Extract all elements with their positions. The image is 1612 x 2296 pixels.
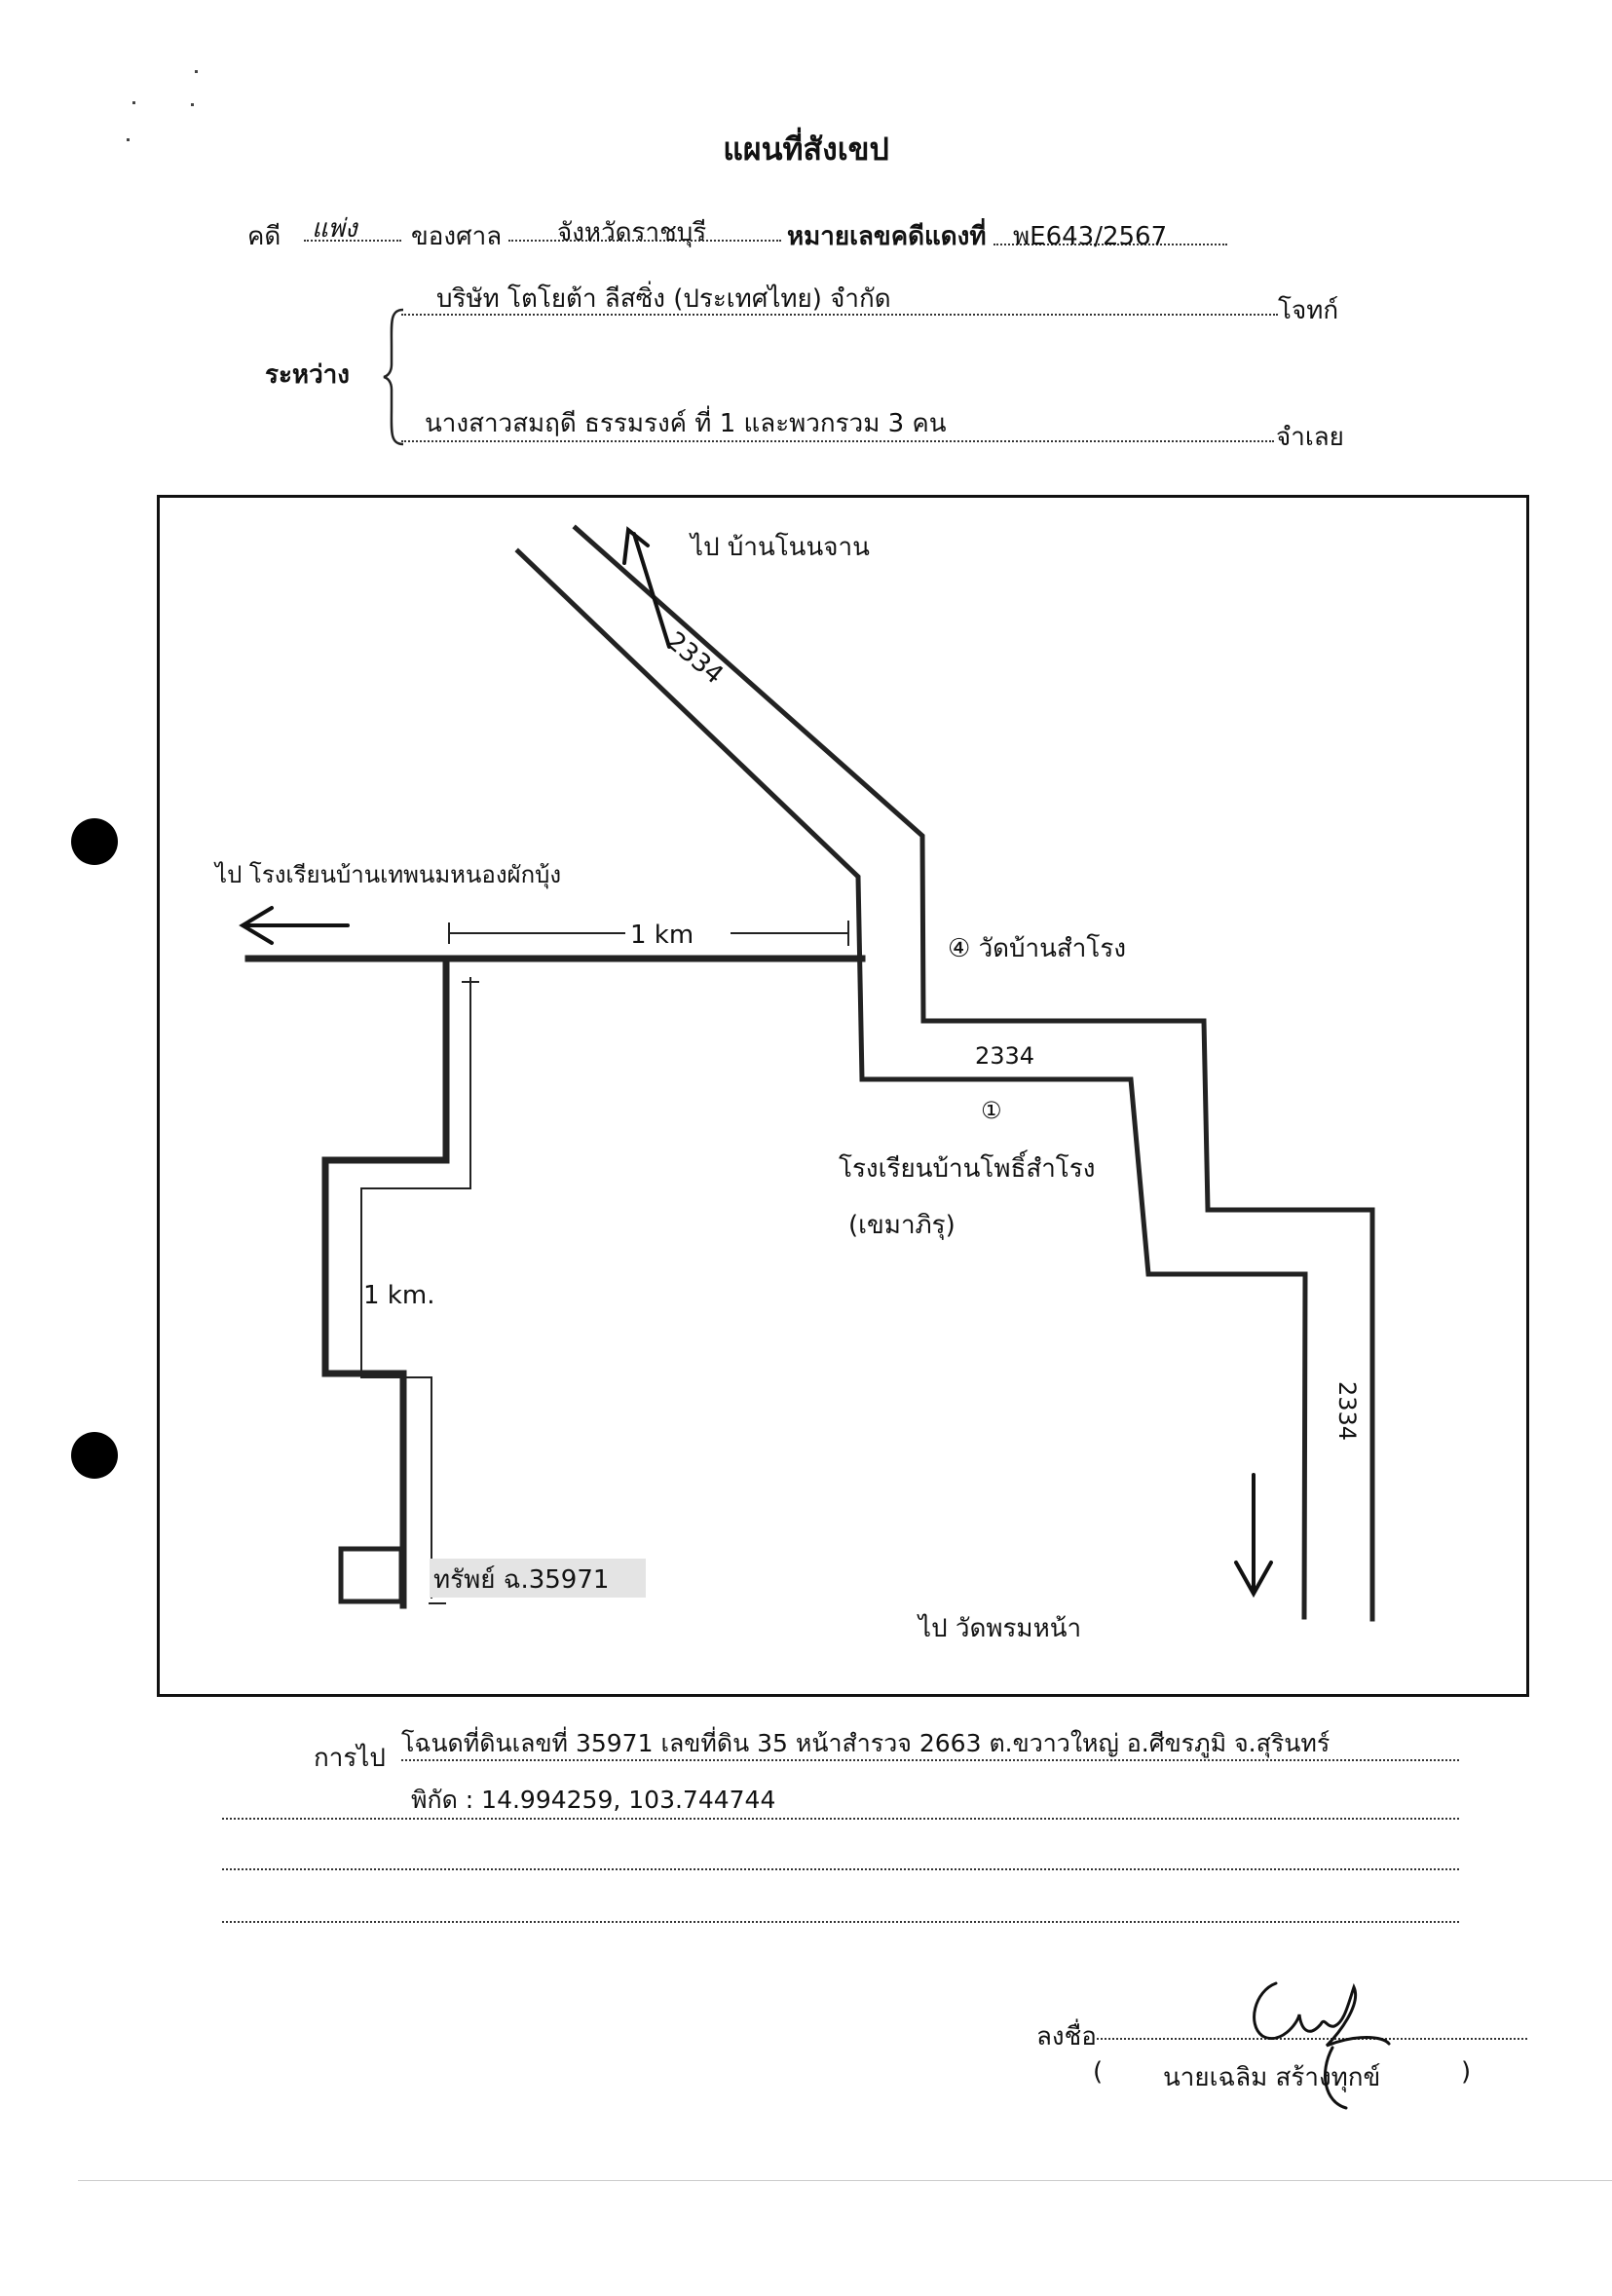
distance-horizontal-label: 1 km <box>630 921 694 950</box>
road-to-property <box>321 955 450 1609</box>
signature-mark <box>1253 1981 1391 2110</box>
route-dots-2 <box>222 1818 1459 1820</box>
case-type-value: แพ่ง <box>312 214 357 244</box>
signer-open-paren: ( <box>1093 2057 1104 2087</box>
route-line-2: พิกัด : 14.994259, 103.744744 <box>411 1786 776 1814</box>
scan-speck <box>132 101 135 104</box>
sketch-map-frame <box>157 495 1529 1697</box>
red-case-dots <box>993 244 1227 245</box>
left-arrow-text: ไป โรงเรียนบ้านเทพนมหนองผักบุ้ง <box>213 861 561 889</box>
route-label: การไป <box>314 1744 386 1773</box>
sign-label: ลงชื่อ <box>1036 2022 1097 2051</box>
arrow-left-head <box>239 906 274 945</box>
property-box <box>338 1546 404 1604</box>
between-label: ระหว่าง <box>265 360 350 390</box>
sketch-map: ไป บ้านโนนจาน 2334 ไป โรงเรียนบ้านเทพนมห… <box>213 524 1375 1643</box>
wat-label: ④ วัดบ้านสำโรง <box>948 933 1126 963</box>
court-label: ของศาล <box>411 222 503 251</box>
red-case-label: หมายเลขคดีแดงที่ <box>787 222 987 251</box>
property-label: ทรัพย์ ฉ.35971 <box>433 1565 609 1595</box>
signer-name: นายเฉลิม สร้างทุกข์ <box>1163 2063 1381 2092</box>
plaintiff-name: บริษัท โตโยต้า ลีสซิ่ง (ประเทศไทย) จำกัด <box>436 284 891 314</box>
red-case-value: พE643/2567 <box>1013 222 1168 251</box>
route-dots-4 <box>222 1921 1459 1923</box>
bottom-arrow-text: ไป วัดพรมหน้า <box>917 1613 1081 1643</box>
plaintiff-dots <box>401 314 1278 316</box>
road-to-property-thin <box>360 977 471 1599</box>
route-dots-1 <box>401 1759 1459 1761</box>
scan-speck <box>191 103 194 106</box>
road-2334-mid-label: 2334 <box>975 1042 1034 1070</box>
scan-speck <box>195 70 198 73</box>
road-2334-edge-left <box>514 547 1308 1620</box>
defendant-label: จำเลย <box>1276 423 1344 452</box>
arrow-down-head <box>1234 1561 1273 1599</box>
school-label: โรงเรียนบ้านโพธิ์สำโรง <box>839 1149 1095 1184</box>
brace-icon <box>383 308 404 446</box>
route-dots-3 <box>222 1868 1459 1870</box>
school-number: ① <box>981 1097 1002 1124</box>
sign-dots <box>1097 2038 1527 2040</box>
case-type-label: คดี <box>247 222 281 251</box>
arrow-top-head <box>622 526 650 565</box>
signer-close-paren: ) <box>1461 2057 1472 2087</box>
punch-hole-bottom <box>71 1432 118 1479</box>
property-label-highlight <box>430 1559 646 1598</box>
page-title: แผนที่สังเขป <box>723 131 889 168</box>
route-line-1: โฉนดที่ดินเลขที่ 35971 เลขที่ดิน 35 หน้า… <box>401 1729 1331 1757</box>
road-2334-edge-right <box>572 524 1375 1622</box>
scan-speck <box>127 138 130 141</box>
school-sub-label: (เขมาภิรุ) <box>848 1211 956 1240</box>
defendant-dots <box>401 440 1274 442</box>
road-2334-right-label: 2334 <box>1333 1381 1361 1441</box>
defendant-name: นางสาวสมฤดี ธรรมรงค์ ที่ 1 และพวกรวม 3 ค… <box>425 409 947 438</box>
case-type-dots <box>304 240 401 242</box>
plaintiff-label: โจทก์ <box>1278 296 1339 325</box>
arrow-top <box>632 532 671 649</box>
scan-edge-line <box>78 2180 1612 2181</box>
court-value: จังหวัดราชบุรี <box>557 218 707 247</box>
top-arrow-text: ไป บ้านโนนจาน <box>689 532 870 562</box>
court-dots <box>508 240 781 242</box>
distance-vertical-label: 1 km. <box>363 1281 434 1310</box>
punch-hole-top <box>71 818 118 865</box>
